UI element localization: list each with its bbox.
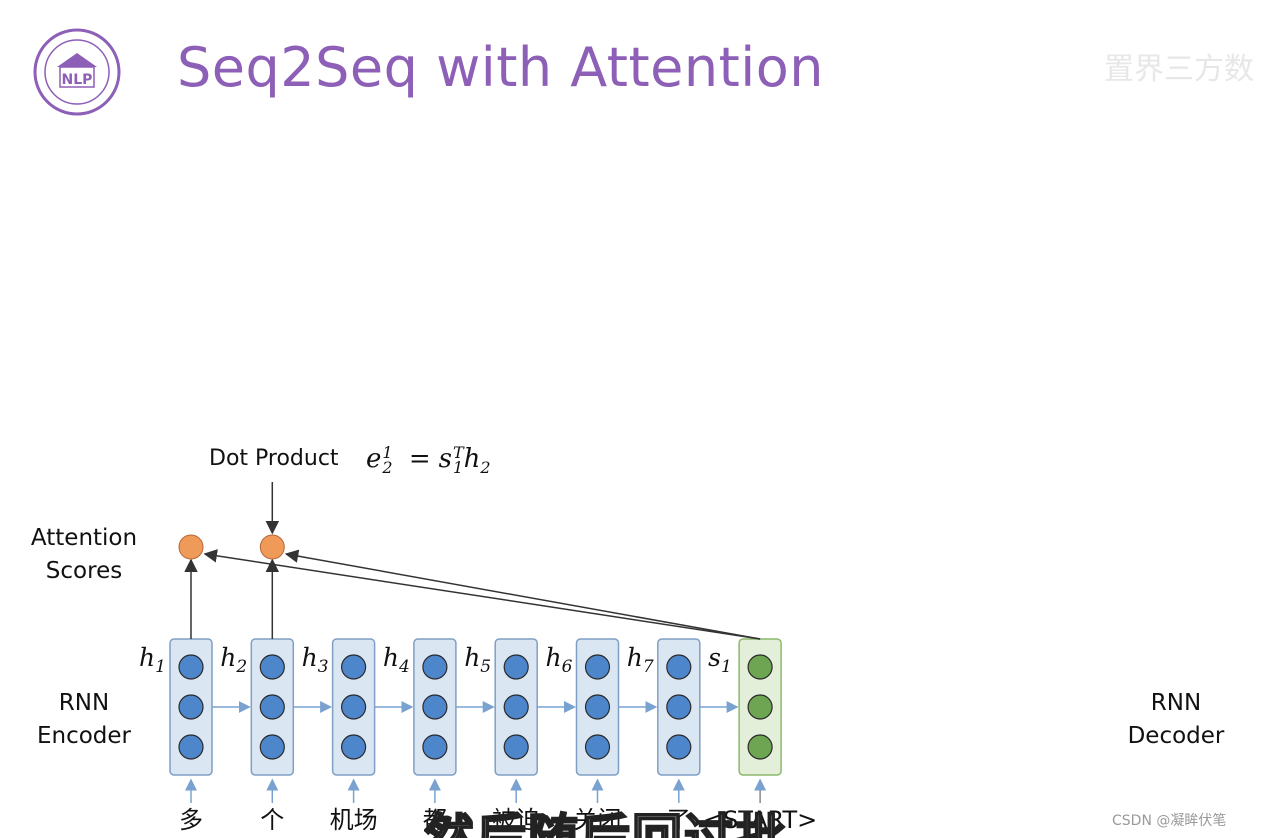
encoder-node-3-3 — [341, 734, 367, 760]
decoder-node-1 — [747, 654, 773, 680]
formula-s-sup: T — [452, 443, 464, 462]
decoder-label-line1: RNN — [1150, 690, 1202, 716]
encoder-node-4-3 — [422, 734, 448, 760]
encoder-hidden-label-4: h4 — [383, 643, 410, 677]
encoder-node-6-3 — [584, 734, 611, 760]
encoder-label-line1: RNN — [58, 690, 110, 716]
encoder-token-3: 机场 — [330, 806, 378, 834]
decoder-hidden-label: s1 — [708, 643, 732, 677]
formula-h-sub: 2 — [480, 458, 491, 478]
decoder-node-2 — [747, 694, 773, 720]
encoder-hidden-label-3: h3 — [302, 643, 329, 677]
decoder-token: <START> — [703, 806, 817, 834]
university-logo: NLP — [33, 28, 121, 116]
encoder-node-1-1 — [178, 654, 204, 680]
attention-score-node-2 — [259, 534, 285, 560]
encoder-node-1-2 — [178, 694, 204, 720]
encoder-hidden-label-1: h1 — [139, 643, 166, 677]
encoder-token-2: 个 — [260, 806, 284, 834]
encoder-token-6: 关闭 — [574, 806, 622, 834]
encoder-node-1-3 — [178, 734, 204, 760]
encoder-node-2-1 — [259, 654, 285, 680]
encoder-node-4-1 — [422, 654, 448, 680]
formula-equals: = — [408, 444, 431, 474]
decoder-label-line2: Decoder — [1127, 723, 1225, 749]
encoder-node-5-1 — [503, 654, 529, 680]
encoder-node-2-2 — [259, 694, 285, 720]
encoder-hidden-label-2: h2 — [220, 643, 247, 677]
encoder-token-5: 被迫 — [492, 806, 540, 834]
encoder-node-4-2 — [422, 694, 448, 720]
logo-text: NLP — [62, 72, 93, 88]
encoder-node-5-2 — [503, 694, 529, 720]
encoder-node-7-2 — [666, 694, 692, 720]
encoder-node-3-2 — [341, 694, 367, 720]
encoder-hidden-label-7: h7 — [627, 643, 654, 677]
attention-label-line2: Scores — [45, 558, 123, 584]
encoder-hidden-label-6: h6 — [546, 643, 573, 677]
formula-s-sub: 1 — [452, 458, 464, 477]
encoder-node-6-1 — [584, 654, 611, 680]
decoder-to-score-arrow-2 — [284, 549, 761, 640]
attention-score-node-1 — [178, 534, 204, 560]
rnn-decoder-label: RNN Decoder — [1118, 687, 1234, 753]
formula-e-sup: 1 — [382, 443, 393, 462]
csdn-watermark: CSDN @凝眸伏笔 — [1112, 813, 1227, 829]
encoder-label-line2: Encoder — [36, 723, 132, 749]
decoder-to-score-arrow-1 — [203, 549, 761, 640]
formula-e: e — [366, 444, 382, 474]
encoder-node-2-3 — [259, 734, 285, 760]
dot-product-label: Dot Product — [209, 446, 339, 471]
video-subtitle: 然后随后回过批 — [424, 808, 788, 838]
encoder-hidden-label-5: h5 — [464, 643, 491, 677]
slide-title: Seq2Seq with Attention — [177, 36, 825, 99]
encoder-token-4: 都 — [423, 806, 447, 834]
encoder-token-1: 多 — [179, 806, 203, 834]
formula-h: h — [463, 444, 481, 474]
encoder-node-3-1 — [341, 654, 367, 680]
encoder-node-5-3 — [503, 734, 529, 760]
corner-watermark-text: 置界三方数 — [1104, 52, 1254, 87]
attention-label-line1: Attention — [30, 525, 138, 551]
formula-e-sub: 2 — [382, 458, 393, 477]
rnn-encoder-label: RNN Encoder — [24, 687, 144, 753]
encoder-token-7: 了 — [667, 806, 691, 834]
encoder-node-7-1 — [666, 654, 692, 680]
encoder-node-7-3 — [666, 734, 692, 760]
decoder-node-3 — [747, 734, 773, 760]
encoder-node-6-2 — [584, 694, 611, 720]
attention-scores-label: Attention Scores — [24, 522, 144, 588]
formula-s: s — [438, 444, 452, 474]
